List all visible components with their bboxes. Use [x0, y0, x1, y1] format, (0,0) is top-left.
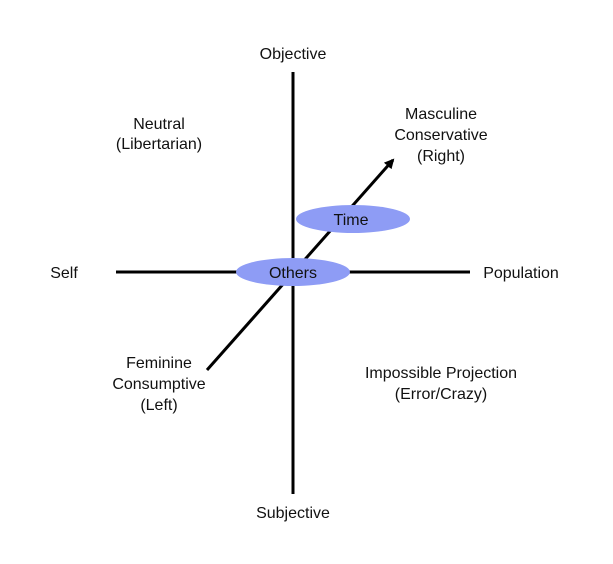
- others-label: Others: [269, 265, 317, 282]
- time-ellipse: [296, 205, 410, 233]
- quadrant-bottom-right-line-2: (Error/Crazy): [395, 386, 487, 403]
- quadrant-bottom-left-line-3: (Left): [140, 397, 177, 414]
- time-label: Time: [334, 212, 369, 229]
- quadrant-bottom-left-line-2: Consumptive: [112, 376, 205, 393]
- axis-label-subjective: Subjective: [256, 505, 330, 522]
- axis-label-objective: Objective: [260, 46, 327, 63]
- others-ellipse: [236, 258, 350, 286]
- quadrant-top-left-line-2: (Libertarian): [116, 136, 202, 153]
- quadrant-bottom-right-line-1: Impossible Projection: [365, 365, 517, 382]
- quadrant-top-right-line-1: Masculine: [405, 106, 477, 123]
- axis-label-self: Self: [50, 265, 78, 282]
- axis-label-population: Population: [483, 265, 559, 282]
- quadrant-top-right-line-3: (Right): [417, 148, 465, 165]
- quadrant-bottom-left-line-1: Feminine: [126, 355, 192, 372]
- quadrant-top-left-line-1: Neutral: [133, 116, 185, 133]
- quadrant-top-right-line-2: Conservative: [394, 127, 487, 144]
